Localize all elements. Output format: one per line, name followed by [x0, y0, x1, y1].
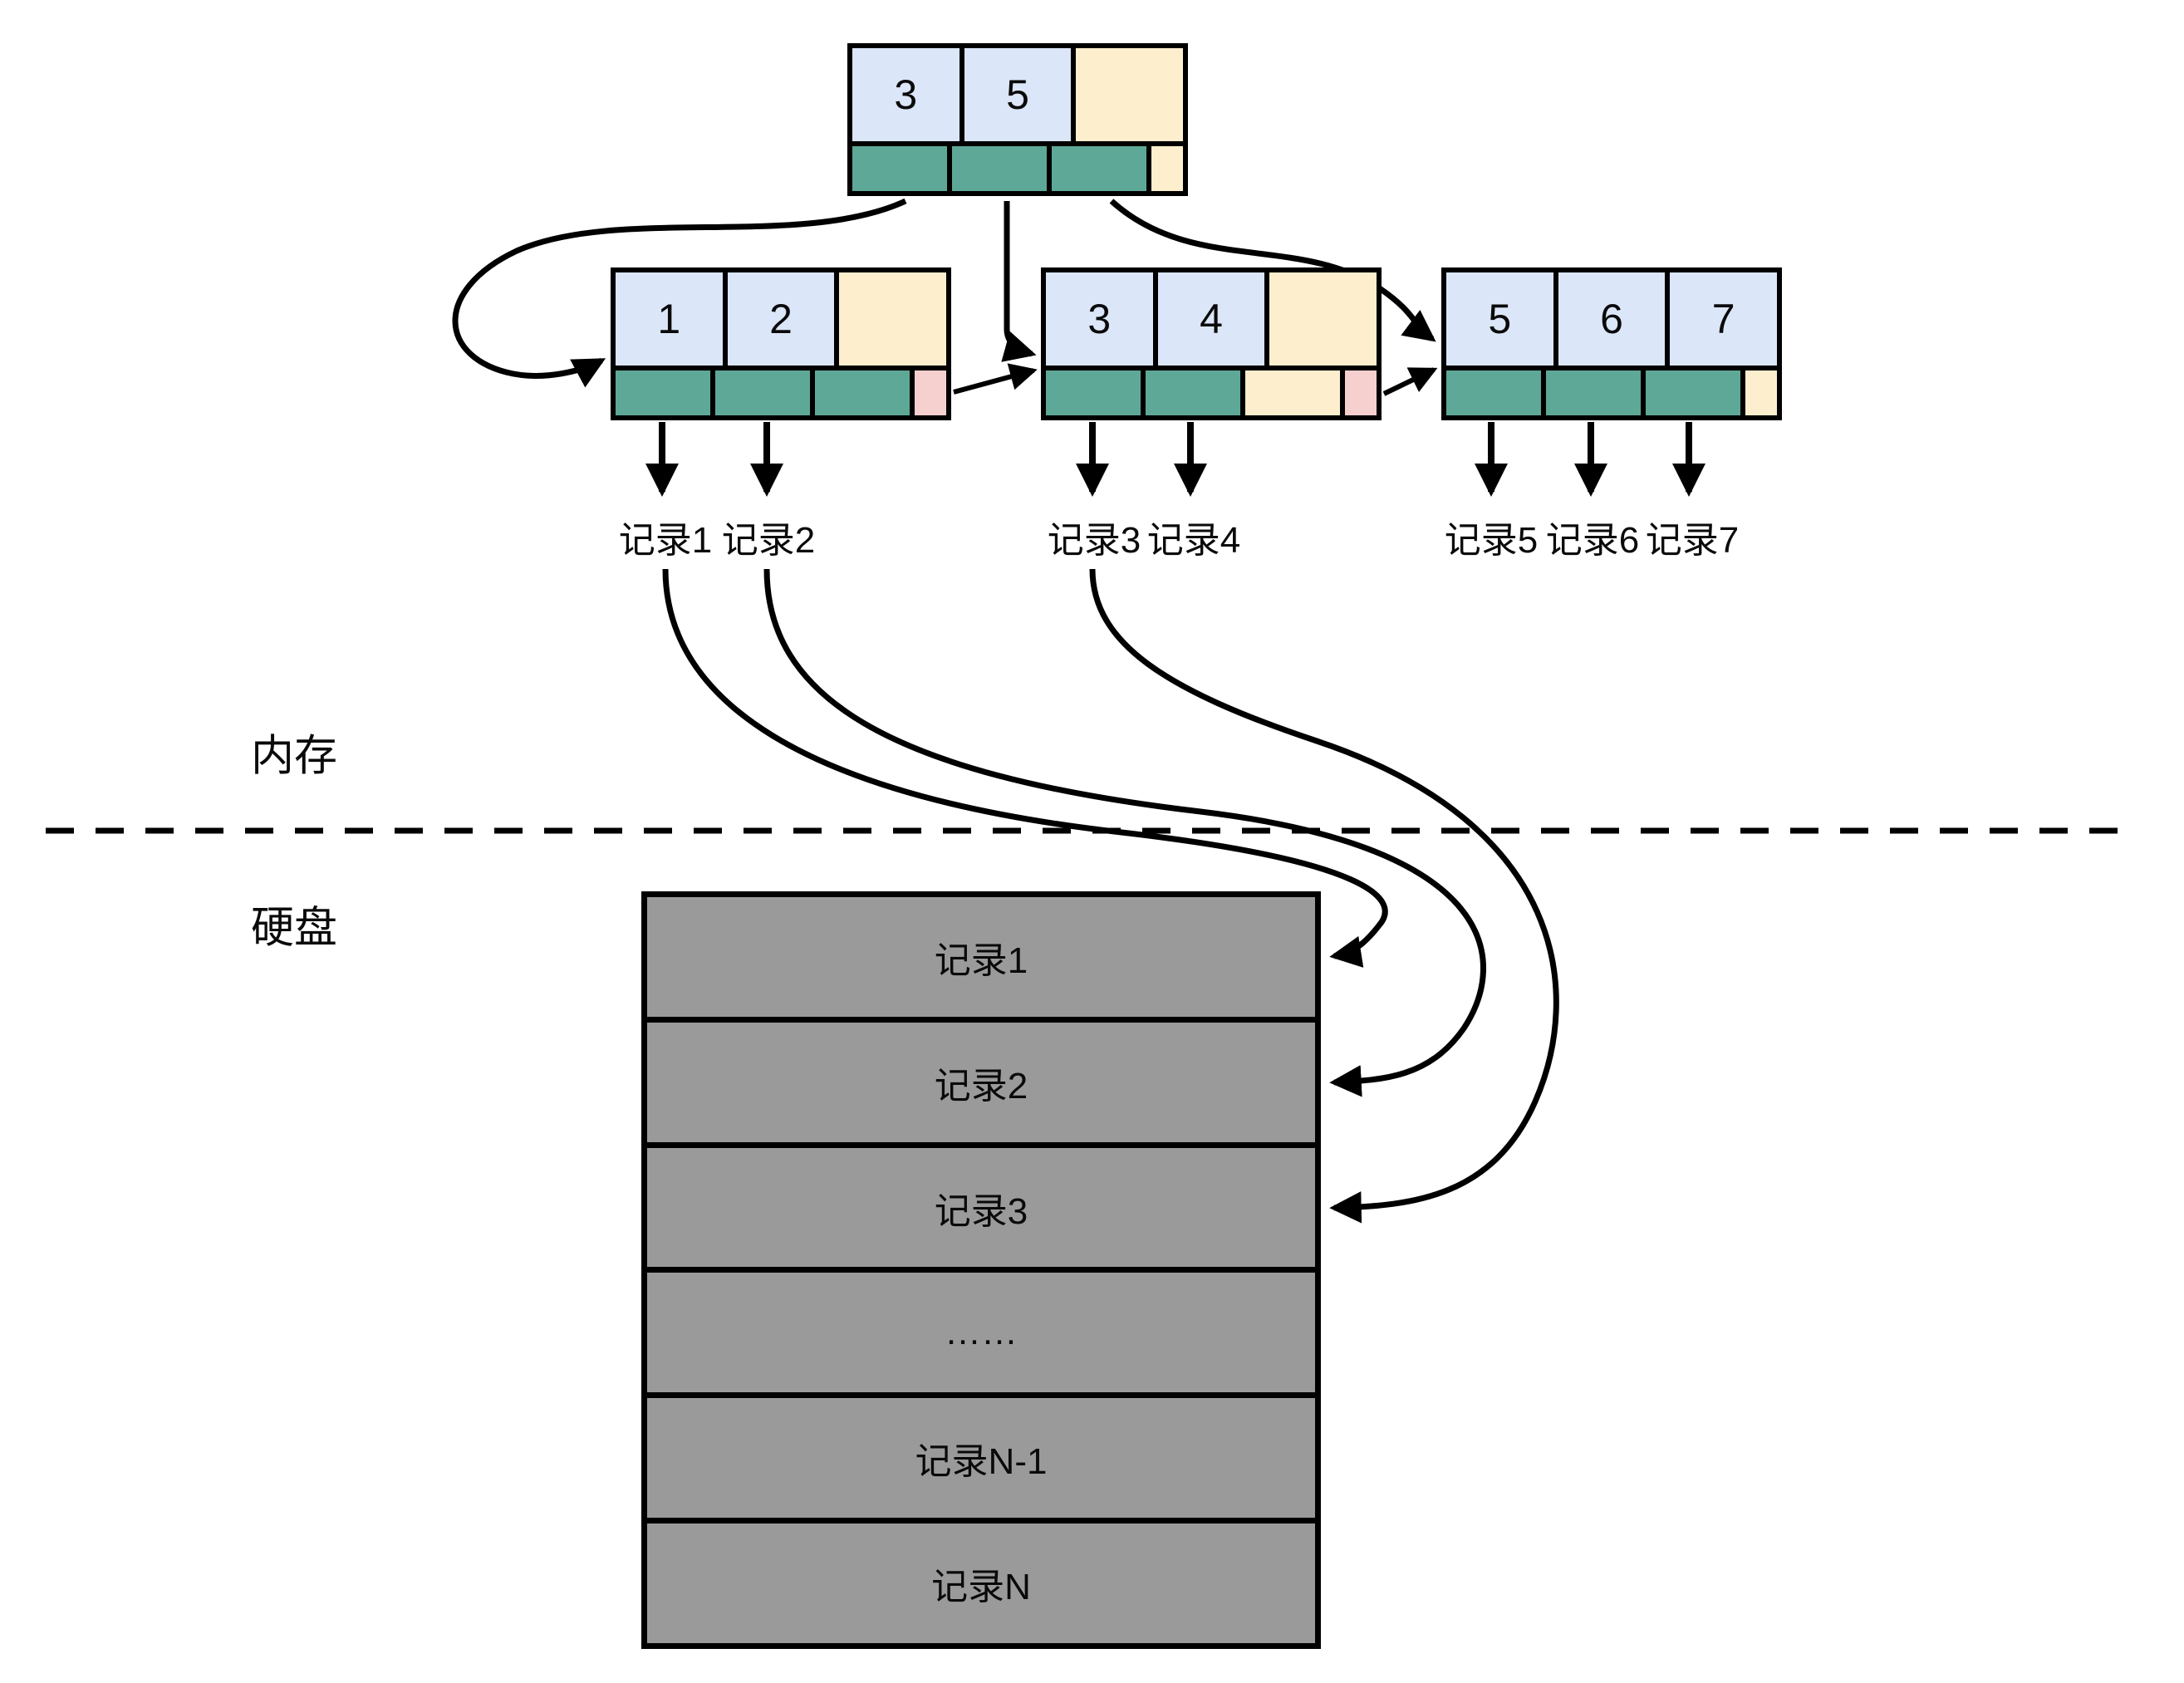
leaf3-pointer-row — [1446, 370, 1777, 415]
record-label-5: 记录5 — [1444, 520, 1539, 561]
disk-row-2: 记录2 — [647, 1022, 1315, 1142]
key-value: 6 — [1600, 296, 1623, 342]
pointer-cell — [852, 146, 947, 191]
pointer-cell — [1446, 370, 1541, 415]
disk-row-3: 记录3 — [647, 1147, 1315, 1268]
disk-row-n-1: 记录N-1 — [647, 1398, 1315, 1519]
next-pointer-cell — [915, 370, 946, 415]
pointer-cell — [715, 370, 810, 415]
leaf1-pointer-row — [616, 370, 946, 415]
btree-leaf-node-1: 1 2 — [611, 267, 951, 420]
btree-root-node: 3 5 — [847, 43, 1188, 196]
empty-key-cell — [1076, 48, 1184, 141]
key-cell: 5 — [964, 48, 1072, 141]
pointer-cell — [1546, 370, 1641, 415]
key-cell: 1 — [616, 272, 723, 366]
memory-label: 内存 — [251, 732, 338, 781]
record-label-7: 记录7 — [1645, 520, 1740, 561]
root-pointer-row — [852, 146, 1183, 191]
leaf2-pointer-row — [1046, 370, 1377, 415]
key-cell: 4 — [1157, 272, 1265, 366]
btree-leaf-node-2: 3 4 — [1041, 267, 1382, 420]
empty-pointer-cell — [1245, 370, 1340, 415]
disk-row-ellipsis: …… — [647, 1273, 1315, 1393]
empty-key-cell — [839, 272, 947, 366]
pointer-cell — [1052, 146, 1146, 191]
root-child-pointer-curve-2 — [1001, 201, 1037, 362]
key-cell: 3 — [1046, 272, 1153, 366]
leaf-next-pointer-arrow-1 — [953, 363, 1038, 395]
disk-record-table: 记录1 记录2 记录3 …… 记录N-1 记录N — [641, 891, 1321, 1649]
empty-pointer-cell — [1745, 370, 1777, 415]
pointer-cell — [815, 370, 910, 415]
pointer-cell — [1146, 370, 1240, 415]
record-label-3: 记录3 — [1047, 520, 1141, 561]
leaf2-key-row: 3 4 — [1046, 272, 1377, 366]
pointer-cell — [952, 146, 1047, 191]
btree-leaf-node-3: 5 6 7 — [1441, 267, 1782, 420]
key-value: 3 — [894, 71, 918, 118]
empty-pointer-cell — [1151, 146, 1183, 191]
key-cell: 6 — [1558, 272, 1666, 366]
record-label-6: 记录6 — [1545, 520, 1640, 561]
key-cell: 2 — [727, 272, 835, 366]
pointer-cell — [1046, 370, 1141, 415]
pointer-cell — [616, 370, 710, 415]
disk-row-1: 记录1 — [647, 897, 1315, 1017]
key-cell: 7 — [1670, 272, 1778, 366]
key-value: 5 — [1006, 71, 1029, 118]
empty-key-cell — [1269, 272, 1377, 366]
record-label-1: 记录1 — [618, 520, 713, 561]
key-value: 2 — [769, 296, 793, 342]
root-key-row: 3 5 — [852, 48, 1184, 141]
record-label-4: 记录4 — [1146, 520, 1241, 561]
key-value: 3 — [1087, 296, 1112, 342]
leaf3-key-row: 5 6 7 — [1446, 272, 1778, 366]
leaf1-key-row: 1 2 — [616, 272, 947, 366]
disk-label: 硬盘 — [251, 904, 338, 953]
key-value: 1 — [657, 296, 681, 342]
disk-row-n: 记录N — [647, 1524, 1315, 1643]
key-value: 7 — [1711, 296, 1735, 342]
key-cell: 3 — [852, 48, 959, 141]
pointer-cell — [1646, 370, 1740, 415]
next-pointer-cell — [1345, 370, 1377, 415]
key-value: 5 — [1488, 296, 1512, 342]
key-cell: 5 — [1446, 272, 1553, 366]
key-value: 4 — [1200, 296, 1223, 342]
record-label-2: 记录2 — [721, 520, 816, 561]
leaf-next-pointer-arrow-2 — [1382, 367, 1438, 396]
